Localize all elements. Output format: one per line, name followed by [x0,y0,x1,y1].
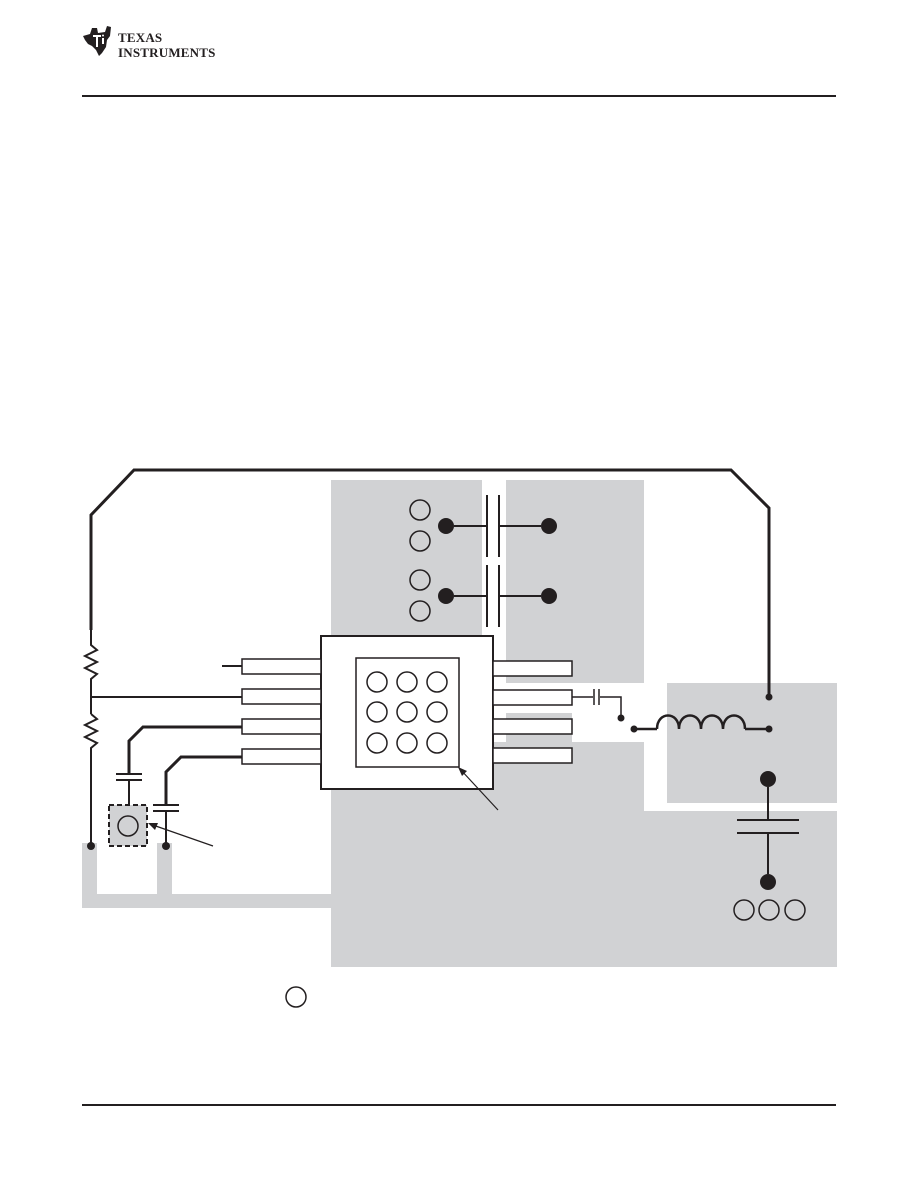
switch-node [630,725,638,733]
ground-via [784,899,806,921]
thermal-via [426,671,448,693]
pin-2 [241,688,322,705]
input-via [409,569,431,591]
thermal-vias [366,671,448,754]
page-header: Texas Instruments [0,0,918,100]
pin3-trace [127,725,242,773]
feedback-trace [89,468,771,697]
input-via [409,600,431,622]
input-cap2-pad-right [541,588,557,604]
resistor-top [82,630,100,714]
pin4-trace [164,755,242,804]
pin-8 [492,660,573,677]
copper-inductor-pour [667,683,837,803]
ground-via [758,899,780,921]
circuit-traces [82,468,771,845]
input-cap-vias [409,499,431,622]
copper-top-left-pour [331,480,482,640]
input-capacitor-1 [438,495,557,557]
pin-3 [241,718,322,735]
thermal-via [396,732,418,754]
copper-ground-return-trace [82,843,331,908]
pin-5 [492,747,573,764]
ground-node-left [87,842,95,850]
input-cap1-pad-left [438,518,454,534]
thermal-via [426,701,448,723]
output-capacitor [737,787,799,874]
ground-via [733,899,755,921]
thermal-via [396,701,418,723]
legend-via-circle-icon [285,986,307,1008]
footer-rule [82,1104,836,1106]
input-via [409,499,431,521]
inductor-coil [655,714,747,730]
output-cap-pad-bottom [760,874,776,890]
thermal-via [426,732,448,754]
output-ground-vias [733,899,806,921]
logo-text-texas: Texas [118,30,163,45]
input-capacitor-2 [438,565,557,627]
callout-arrowhead-thermal-pad [458,767,467,776]
bootstrap-capacitor [572,689,622,716]
pin-4 [241,748,322,765]
right-pins [492,660,573,764]
boot-cap-trace-right [600,696,622,716]
callout-arrow-thermal-pad [459,768,499,811]
ti-state-logo-icon [83,26,111,56]
feedback-sense-node [765,693,773,701]
input-via [409,530,431,552]
resistor-bottom [82,713,100,845]
thermal-via [366,671,388,693]
pin-1 [241,658,322,675]
left-pins [241,658,322,765]
via-circle-icon [117,815,139,837]
callout-arrow-via [149,823,214,847]
output-cap-pad-top [760,771,776,787]
logo-text-instruments: Instruments [118,45,216,60]
input-cap2-pad-left [438,588,454,604]
inductor [637,714,766,731]
pin-7 [492,689,573,706]
inductor-output-node [765,725,773,733]
input-cap1-pad-right [541,518,557,534]
callout-arrowhead-via [148,823,158,830]
thermal-via [366,732,388,754]
thermal-via [396,671,418,693]
thermal-via [366,701,388,723]
thermal-pad [355,657,460,768]
boot-node [617,714,625,722]
via-keepout-dashed-box [108,804,148,847]
ground-node-right [162,842,170,850]
copper-top-right-pour [506,480,644,683]
pin-6 [492,718,573,735]
small-capacitors [116,773,179,812]
header-rule [82,95,836,97]
